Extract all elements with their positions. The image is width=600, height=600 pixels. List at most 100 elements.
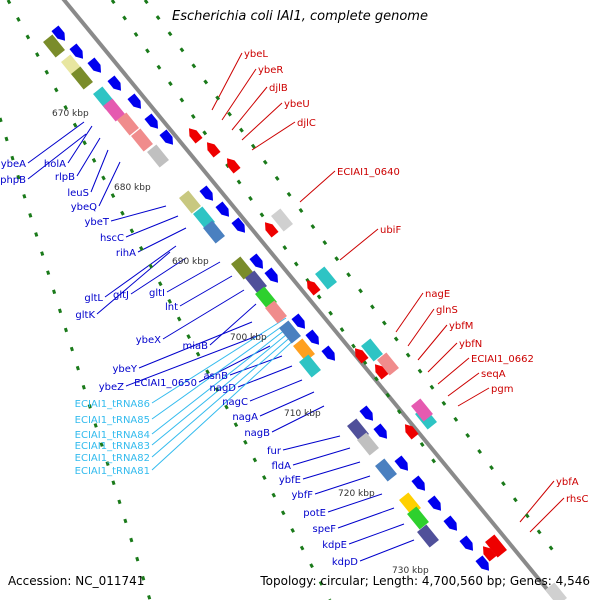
forward-gene-leader xyxy=(314,475,371,495)
forward-gene-leader xyxy=(67,125,93,164)
gene-block xyxy=(407,506,429,530)
forward-gene-arrow xyxy=(321,345,336,361)
forward-gene-arrow xyxy=(231,217,246,233)
reverse-gene-leader xyxy=(519,480,555,523)
forward-gene-arrow xyxy=(443,515,458,531)
gene-block xyxy=(179,190,201,214)
reverse-gene-label: ybfM xyxy=(449,321,473,332)
forward-gene-leader xyxy=(292,447,351,466)
forward-gene-leader xyxy=(110,205,167,222)
forward-gene-leader xyxy=(104,245,177,298)
tick-track xyxy=(143,0,562,561)
gene-block xyxy=(103,98,125,122)
reverse-gene-arrow xyxy=(354,348,369,364)
reverse-gene-label: ECIAI1_0640 xyxy=(337,167,400,178)
forward-gene-leader xyxy=(348,523,405,545)
kbp-tick-label: 700 kbp xyxy=(230,333,267,343)
reverse-gene-label: ybfN xyxy=(459,339,482,350)
reverse-gene-arrow xyxy=(404,424,419,440)
reverse-gene-label: seqA xyxy=(481,369,506,380)
kbp-tick-label: 680 kbp xyxy=(114,183,151,193)
kbp-tick-label: 730 kbp xyxy=(392,566,429,576)
forward-gene-label: gltJ xyxy=(113,290,129,301)
forward-gene-leader xyxy=(76,137,101,177)
gene-block xyxy=(245,270,267,294)
gene-block xyxy=(271,208,293,232)
features-layer xyxy=(0,0,567,600)
forward-gene-label: nagC xyxy=(222,397,248,408)
gene-block xyxy=(117,112,139,136)
forward-gene-label: speF xyxy=(313,524,337,535)
trna-leader xyxy=(151,317,287,404)
gene-block xyxy=(147,144,169,168)
reverse-gene-leader xyxy=(299,170,336,203)
reverse-gene-leader xyxy=(211,52,243,111)
trna-label: ECIAI1_tRNA83 xyxy=(75,441,150,452)
accession-text: Accession: NC_011741 xyxy=(8,574,145,588)
trna-label: ECIAI1_tRNA86 xyxy=(75,399,150,410)
forward-gene-label: ybfF xyxy=(291,490,313,501)
forward-gene-label: ybeX xyxy=(136,335,161,346)
reverse-gene-label: glnS xyxy=(436,305,458,316)
reverse-gene-leader xyxy=(231,86,268,131)
forward-gene-arrow xyxy=(215,201,230,217)
reverse-gene-leader xyxy=(417,324,448,361)
reverse-gene-leader xyxy=(221,68,257,121)
forward-gene-arrow xyxy=(107,75,122,91)
trna-leader xyxy=(151,333,295,458)
forward-gene-label: miaB xyxy=(182,341,208,352)
forward-gene-leader xyxy=(166,261,221,293)
trna-leader xyxy=(151,337,297,471)
forward-gene-arrow xyxy=(359,405,374,421)
kbp-tick-label: 670 kbp xyxy=(52,109,89,119)
gene-block xyxy=(203,220,225,244)
reverse-gene-arrow xyxy=(226,158,241,174)
forward-gene-label: ybeA xyxy=(1,159,26,170)
forward-gene-label: lnt xyxy=(165,302,178,313)
forward-gene-leader xyxy=(302,461,361,480)
forward-gene-arrow xyxy=(411,475,426,491)
forward-gene-label: asnB xyxy=(203,371,228,382)
reverse-gene-leader xyxy=(457,387,490,407)
forward-gene-leader xyxy=(249,379,303,402)
forward-gene-label: fur xyxy=(267,446,282,457)
forward-gene-arrow xyxy=(291,313,306,329)
gene-block xyxy=(299,354,321,378)
forward-gene-label: ybfE xyxy=(279,475,301,486)
forward-gene-arrow xyxy=(51,25,66,41)
reverse-gene-label: djlC xyxy=(297,118,316,129)
reverse-gene-arrow xyxy=(374,364,389,380)
forward-gene-leader xyxy=(130,257,187,295)
gene-block xyxy=(315,266,337,290)
forward-gene-leader xyxy=(27,133,87,180)
forward-gene-label: rlpB xyxy=(55,172,75,183)
genome-summary-text: Topology: circular; Length: 4,700,560 bp… xyxy=(260,574,590,588)
forward-gene-leader xyxy=(90,149,109,193)
forward-gene-leader xyxy=(359,539,415,562)
reverse-gene-leader xyxy=(395,292,424,333)
gene-block xyxy=(375,458,397,482)
gene-block xyxy=(131,128,153,152)
forward-gene-label: kdpD xyxy=(332,557,358,568)
forward-gene-leader xyxy=(179,275,233,307)
forward-gene-arrow xyxy=(87,57,102,73)
tick-track xyxy=(6,0,332,600)
forward-gene-label: gltK xyxy=(75,310,95,321)
forward-gene-leader xyxy=(209,303,257,346)
gene-block xyxy=(279,320,301,344)
forward-gene-arrow xyxy=(394,455,409,471)
forward-gene-arrow xyxy=(475,555,490,571)
reverse-gene-leader xyxy=(447,372,480,397)
forward-gene-label: phpB xyxy=(0,175,26,186)
forward-gene-arrow xyxy=(427,495,442,511)
gene-block xyxy=(293,338,315,362)
forward-gene-arrow xyxy=(144,113,159,129)
forward-gene-leader xyxy=(282,435,341,451)
trna-leader xyxy=(151,325,291,435)
forward-gene-label: potE xyxy=(303,508,326,519)
forward-gene-label: gltL xyxy=(84,293,103,304)
trna-leader xyxy=(151,321,289,420)
